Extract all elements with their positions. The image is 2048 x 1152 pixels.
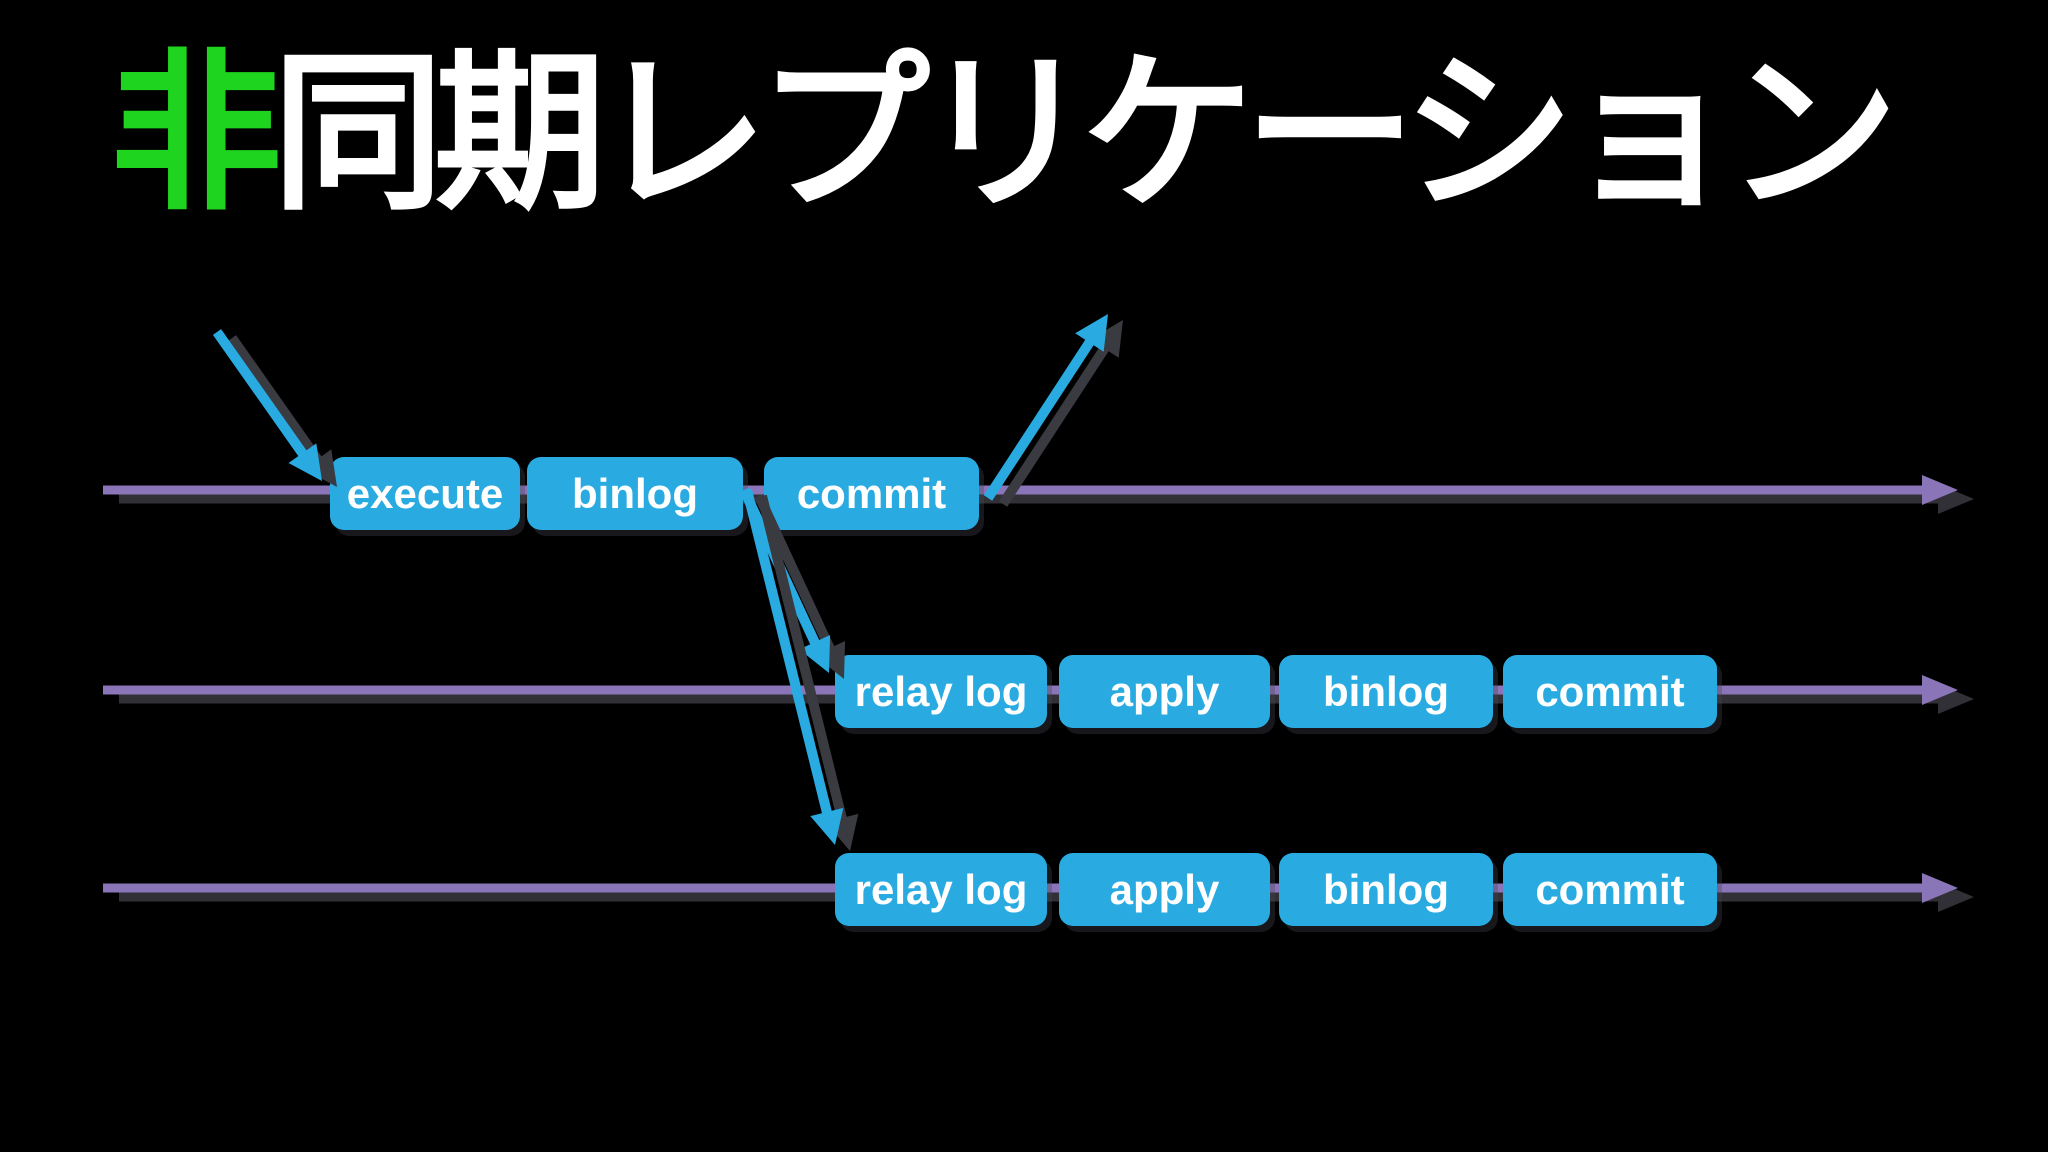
- replica2-timeline-arrowhead: [1922, 873, 1958, 903]
- slide-title: 非同期レプリケーション: [110, 44, 1899, 225]
- node-binlog: binlog: [1279, 655, 1493, 728]
- outgoing-response-arrow-shadow: [998, 334, 1117, 507]
- node-label: relay log: [854, 667, 1028, 715]
- outgoing-response-arrow-line: [983, 328, 1102, 501]
- outgoing-response-arrow-head: [1075, 314, 1108, 352]
- title-highlight: 非: [110, 38, 282, 230]
- binlog-to-relay2-arrow-head: [810, 807, 844, 845]
- incoming-request-arrow-line: [212, 329, 315, 468]
- title-rest: 同期レプリケーション: [272, 38, 1899, 230]
- binlog-to-relay2-arrow-shadow: [757, 494, 850, 833]
- node-relay-log: relay log: [835, 853, 1047, 926]
- node-label: apply: [1109, 865, 1220, 913]
- node-apply: apply: [1059, 853, 1270, 926]
- node-execute: execute: [330, 457, 520, 530]
- binlog-to-relay1-arrow-shadow-head: [814, 641, 846, 679]
- master-timeline-arrowhead: [1922, 475, 1958, 505]
- node-label: commit: [796, 469, 947, 517]
- binlog-to-relay1-arrow-head: [799, 635, 831, 673]
- node-relay-log: relay log: [835, 655, 1047, 728]
- node-commit: commit: [764, 457, 979, 530]
- node-label: binlog: [1323, 667, 1449, 715]
- node-label: binlog: [572, 469, 698, 517]
- node-binlog: binlog: [527, 457, 743, 530]
- node-label: apply: [1109, 667, 1220, 715]
- node-label: commit: [1535, 667, 1685, 715]
- incoming-request-arrow-shadow-head: [303, 449, 337, 487]
- node-label: binlog: [1323, 865, 1449, 913]
- replica1-timeline-arrowhead: [1922, 675, 1958, 705]
- node-label: execute: [346, 469, 504, 517]
- node-apply: apply: [1059, 655, 1270, 728]
- binlog-to-relay2-arrow-line: [742, 488, 835, 827]
- node-label: relay log: [854, 865, 1028, 913]
- node-commit: commit: [1503, 655, 1717, 728]
- node-commit: commit: [1503, 853, 1717, 926]
- outgoing-response-arrow-shadow-head: [1090, 320, 1123, 358]
- node-binlog: binlog: [1279, 853, 1493, 926]
- node-label: commit: [1535, 865, 1685, 913]
- incoming-request-arrow-head: [288, 443, 322, 481]
